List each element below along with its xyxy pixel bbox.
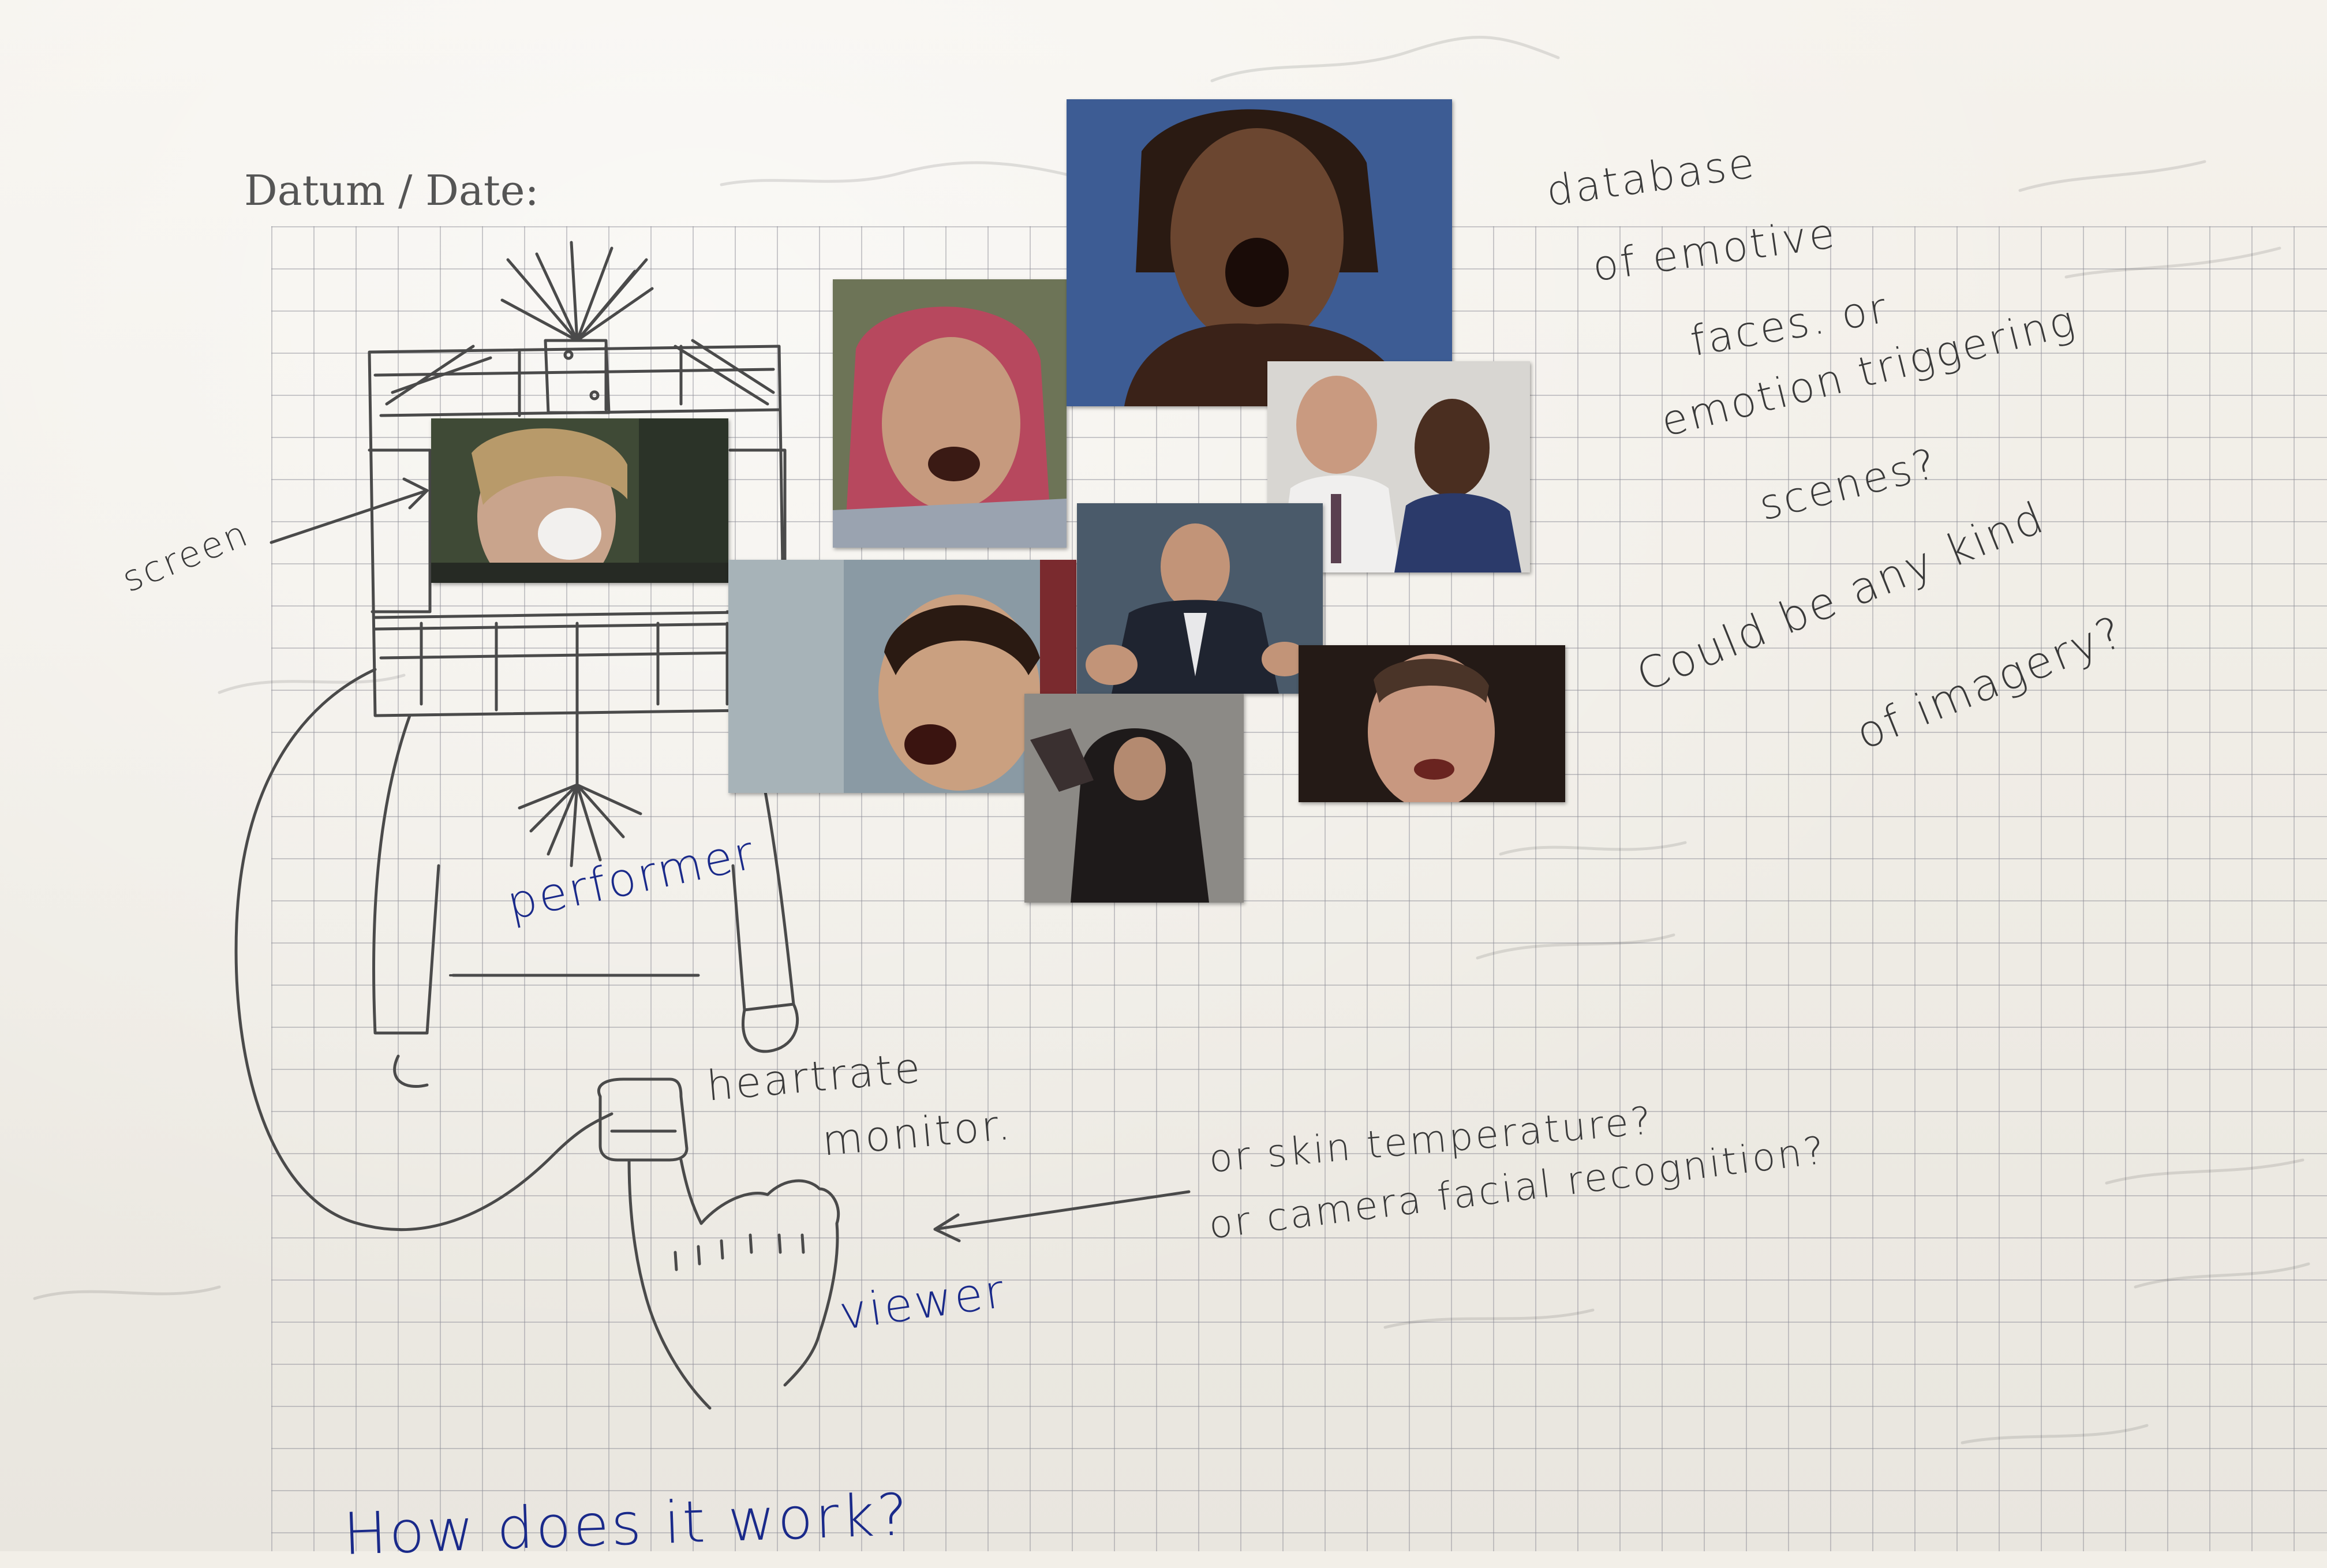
sensor-shape — [597, 1077, 689, 1162]
photo-shouting-man-suit — [1077, 503, 1323, 694]
photo-man-speaking — [1299, 645, 1565, 802]
date-label: Datum / Date: — [244, 166, 539, 215]
photo-crying-woman-tissue — [431, 418, 728, 583]
photo-shouting-athlete — [1067, 99, 1452, 406]
photo-woman-black-veil — [1024, 694, 1244, 903]
cable — [234, 668, 613, 1232]
photo-crying-boy — [728, 560, 1076, 793]
photo-woman-headscarf — [833, 279, 1067, 548]
viewer-hand — [627, 1158, 840, 1410]
